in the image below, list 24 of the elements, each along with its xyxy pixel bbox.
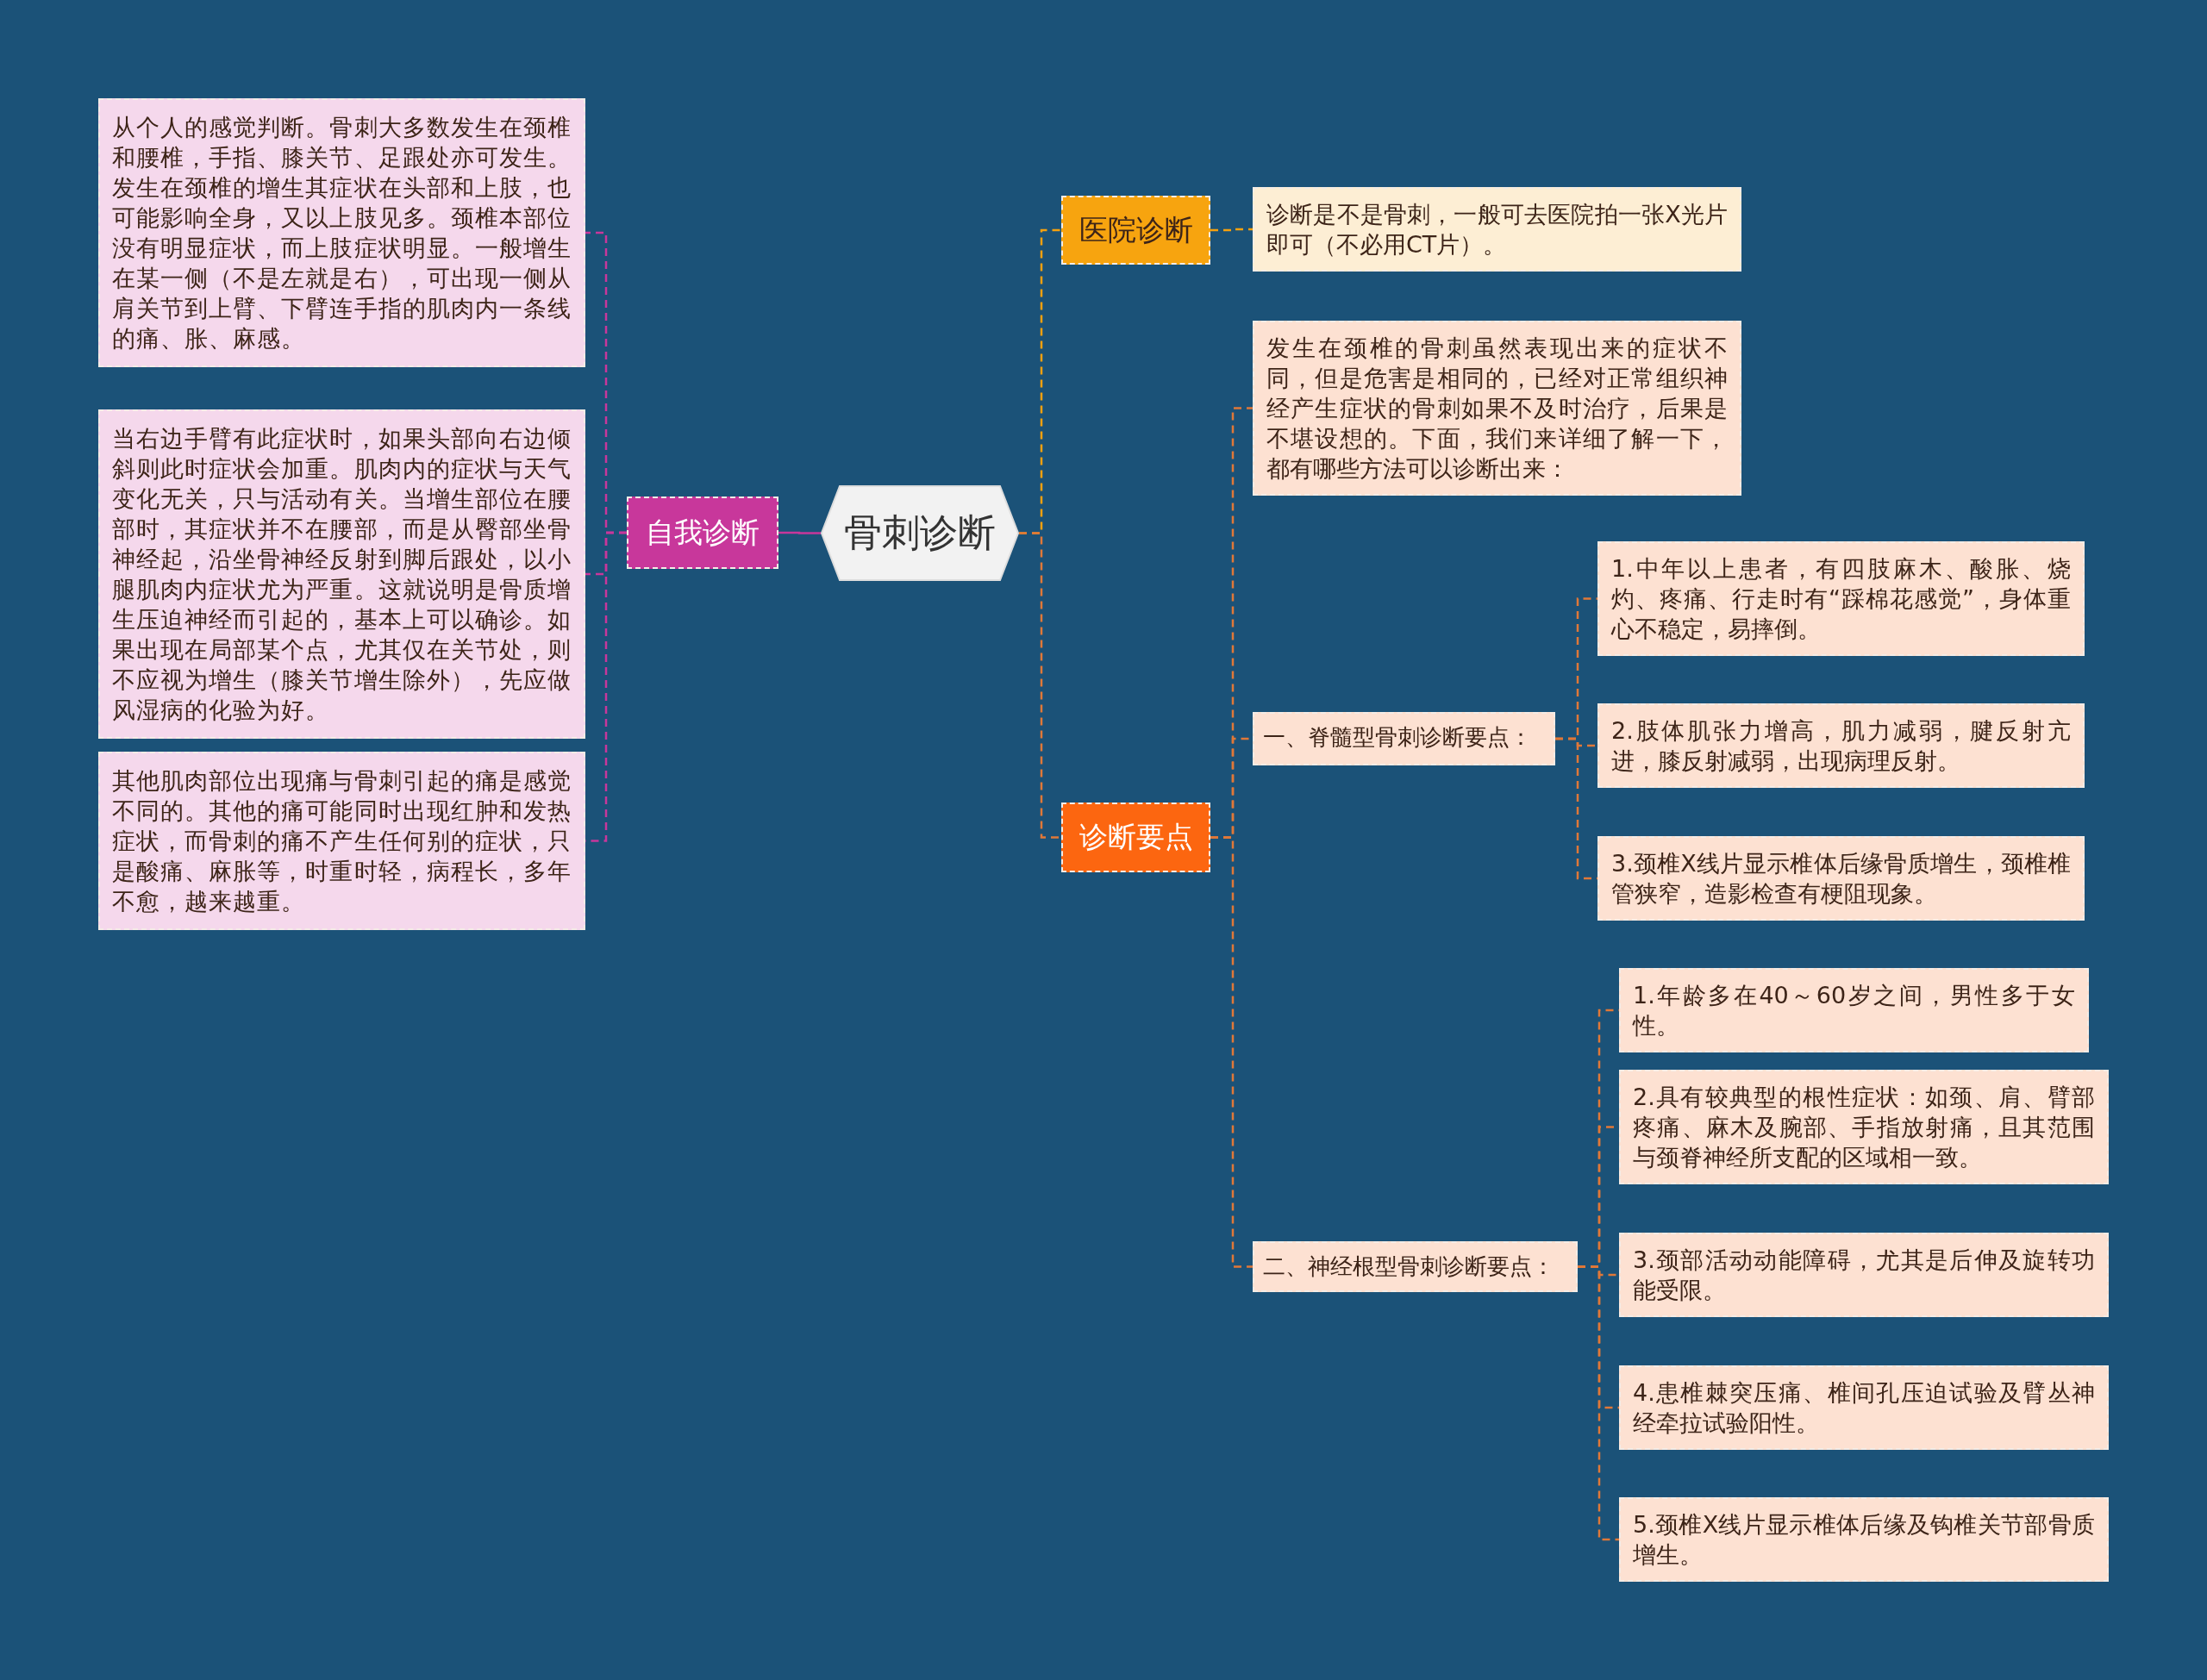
text-box: 5.颈椎X线片显示椎体后缘及钩椎关节部骨质增生。 [1619,1497,2109,1582]
text-box: 其他肌肉部位出现痛与骨刺引起的痛是感觉不同的。其他的痛可能同时出现红肿和发热症状，而骨刺的痛不产生任何别的症状，只是酸痛、麻胀等，时重时轻，病程长，多年不愈，越来越重。 [98,752,585,930]
text-box: 3.颈椎X线片显示椎体后缘骨质增生，颈椎椎管狭窄，造影检查有梗阻现象。 [1597,836,2085,921]
connector-line [1210,836,1253,1268]
connector-line [1210,228,1253,232]
branch-topic-box: 医院诊断 [1061,196,1210,265]
branch-topic-box: 自我诊断 [627,497,778,569]
text-box: 诊断是不是骨刺，一般可去医院拍一张X光片即可（不必用CT片）。 [1253,187,1741,272]
text-box: 二、神经根型骨刺诊断要点： [1253,1241,1578,1292]
connector-line [778,531,821,534]
connector-line [1019,532,1061,839]
text-box: 从个人的感觉判断。骨刺大多数发生在颈椎和腰椎，手指、膝关节、足跟处亦可发生。发生在颈椎的增生其症状在头部和上肢，也可能影响全身，又以上肢见多。颈椎本部位没有明显症状，而上肢症状明显。一般增生在某一侧（不是左就是右），可出现一侧从肩关节到上臂、下臂连手指的肌肉内一条线的痛、胀、麻感。 [98,98,585,367]
text-box: 3.颈部活动动能障碍，尤其是后伸及旋转功能受限。 [1619,1233,2109,1317]
text-box: 2.肢体肌张力增高，肌力减弱，腱反射亢进，膝反射减弱，出现病理反射。 [1597,703,2085,788]
text-box: 一、脊髓型骨刺诊断要点： [1253,712,1555,765]
text-box: 发生在颈椎的骨刺虽然表现出来的症状不同，但是危害是相同的，已经对正常组织神经产生症状的骨刺如果不及时治疗，后果是不堪设想的。下面，我们来详细了解一下，都有哪些方法可以诊断出来： [1253,321,1741,496]
text-box: 1.中年以上患者，有四肢麻木、酸胀、烧灼、疼痛、行走时有“踩棉花感觉”，身体重心不稳定，易摔倒。 [1597,541,2085,656]
text-box: 4.患椎棘突压痛、椎间孔压迫试验及臂丛神经牵拉试验阳性。 [1619,1365,2109,1450]
root-topic-hexagon: 骨刺诊断 [821,485,1019,581]
branch-topic-box: 诊断要点 [1061,803,1210,872]
connector-line [1578,1265,1619,1541]
text-box: 1.年龄多在40～60岁之间，男性多于女性。 [1619,968,2089,1052]
text-box: 2.具有较典型的根性症状：如颈、肩、臂部疼痛、麻木及腕部、手指放射痛，且其范围与颈脊神经所支配的区域相一致。 [1619,1070,2109,1184]
text-box: 当右边手臂有此症状时，如果头部向右边倾斜则此时症状会加重。肌肉内的症状与天气变化无关，只与活动有关。当增生部位在腰部时，其症状并不在腰部，而是从臀部坐骨神经起，沿坐骨神经反射到脚后跟处，以小腿肌肉内症状尤为严重。这就说明是骨质增生压迫神经而引起的，基本上可以确诊。如果出现在局部某个点，尤其仅在关节处，则不应视为增生（膝关节增生除外），先应做风湿病的化验为好。 [98,409,585,739]
